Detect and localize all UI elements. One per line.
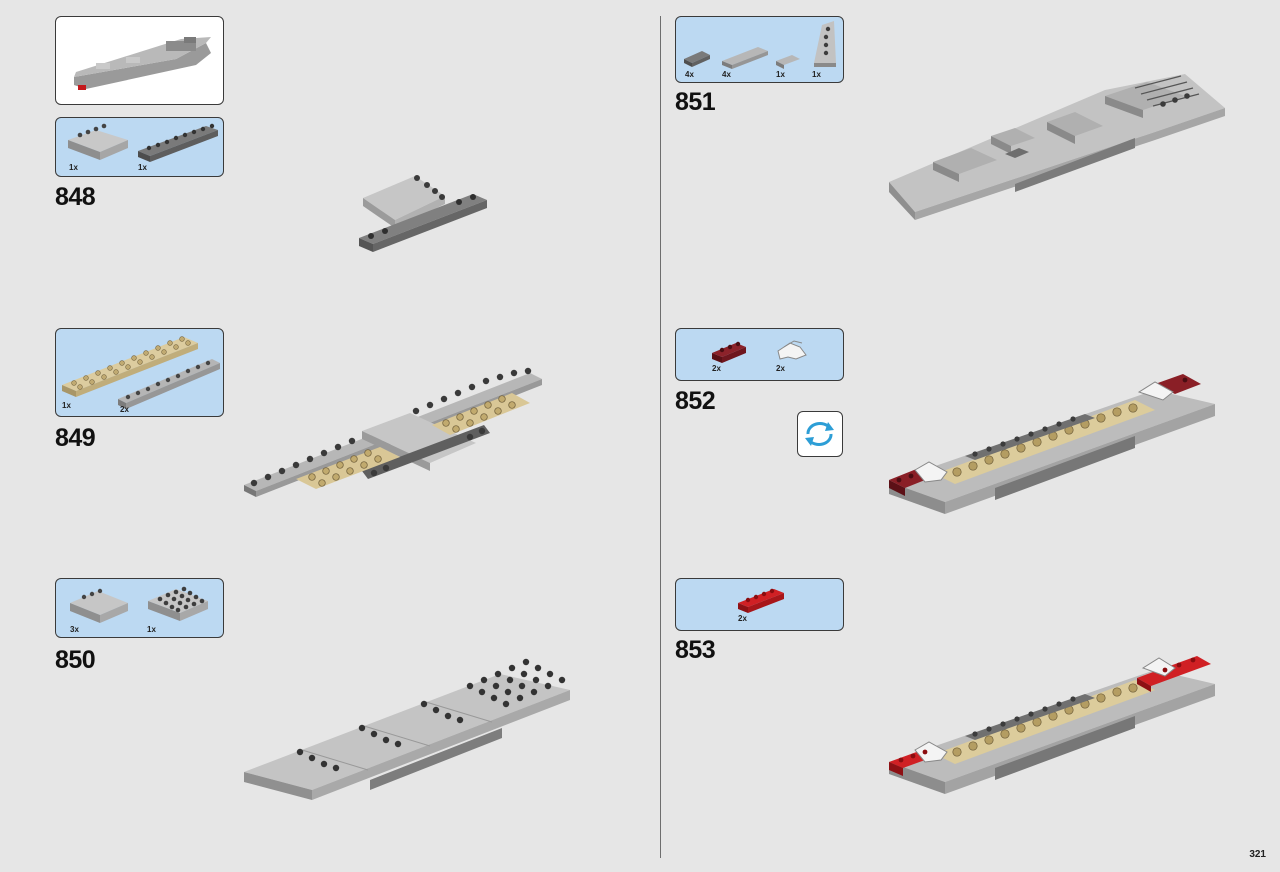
build-model-853 (889, 656, 1215, 794)
part-qty: 4x (685, 70, 694, 79)
build-model-850 (244, 658, 570, 800)
parts-callout-851: 4x 4x 1x 1x (675, 16, 844, 83)
part-qty: 2x (776, 364, 785, 373)
parts-callout-853: 2x (675, 578, 844, 631)
build-model-851 (889, 74, 1225, 220)
part-qty: 1x (138, 163, 147, 172)
parts-images-853 (738, 588, 784, 613)
parts-images-851 (684, 21, 836, 69)
submodel-preview (55, 16, 224, 105)
parts-callout-850: 3x 1x (55, 578, 224, 638)
page-number: 321 (1249, 849, 1266, 860)
parts-callout-849: 1x 2x (55, 328, 224, 417)
parts-images-849 (62, 336, 220, 409)
step-number-848: 848 (55, 183, 96, 211)
build-model-848 (359, 175, 487, 252)
build-model-852 (889, 374, 1215, 514)
part-qty: 2x (712, 364, 721, 373)
build-model-849 (244, 367, 542, 497)
part-qty: 1x (62, 401, 71, 410)
part-qty: 3x (70, 625, 79, 634)
part-qty: 2x (120, 405, 129, 414)
part-qty: 4x (722, 70, 731, 79)
part-qty: 1x (147, 625, 156, 634)
parts-images-852 (712, 340, 807, 363)
page-divider (660, 16, 661, 858)
submodel-preview-image (74, 37, 211, 90)
step-number-851: 851 (675, 88, 716, 116)
part-qty: 2x (738, 614, 747, 623)
rotate-arrows-icon (805, 422, 834, 446)
step-number-849: 849 (55, 424, 96, 452)
step-number-852: 852 (675, 387, 716, 415)
parts-callout-852: 2x 2x (675, 328, 844, 381)
parts-images-848 (68, 123, 218, 162)
part-qty: 1x (776, 70, 785, 79)
part-qty: 1x (812, 70, 821, 79)
step-number-850: 850 (55, 646, 96, 674)
parts-images-850 (70, 586, 208, 623)
part-qty: 1x (69, 163, 78, 172)
parts-callout-848: 1x 1x (55, 117, 224, 177)
rotate-model-indicator (797, 411, 843, 457)
step-number-853: 853 (675, 636, 716, 664)
